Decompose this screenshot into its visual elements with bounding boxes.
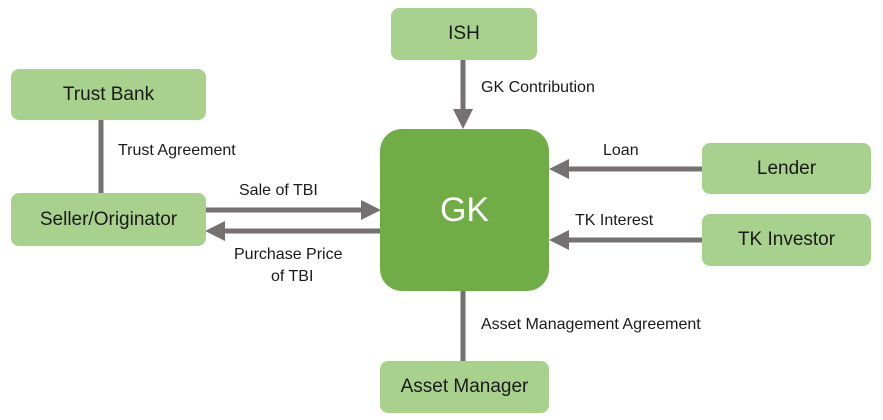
label-purchase-price-1: Purchase Price — [234, 246, 343, 263]
node-tk-investor-label: TK Investor — [737, 229, 836, 250]
node-trust-bank: Trust Bank — [11, 69, 206, 120]
node-seller-originator: Seller/Originator — [11, 193, 206, 246]
label-trust-agreement: Trust Agreement — [118, 142, 236, 159]
node-lender: Lender — [702, 143, 871, 194]
label-asset-management-agreement: Asset Management Agreement — [481, 316, 701, 333]
node-tk-investor: TK Investor — [702, 214, 871, 266]
node-asset-manager-label: Asset Manager — [400, 376, 529, 397]
node-ish: ISH — [391, 8, 537, 60]
node-asset-manager: Asset Manager — [380, 361, 549, 413]
label-loan: Loan — [603, 142, 639, 159]
label-purchase-price-2: of TBI — [271, 268, 314, 285]
node-ish-label: ISH — [448, 23, 480, 44]
node-gk-label: GK — [439, 190, 490, 229]
label-tk-interest: TK Interest — [575, 212, 654, 229]
node-seller-label: Seller/Originator — [39, 208, 178, 230]
label-sale-of-tbi: Sale of TBI — [239, 182, 318, 199]
node-gk: GK — [380, 129, 549, 291]
node-trust-bank-label: Trust Bank — [62, 83, 155, 105]
node-lender-label: Lender — [756, 157, 817, 179]
label-gk-contribution: GK Contribution — [481, 79, 595, 96]
